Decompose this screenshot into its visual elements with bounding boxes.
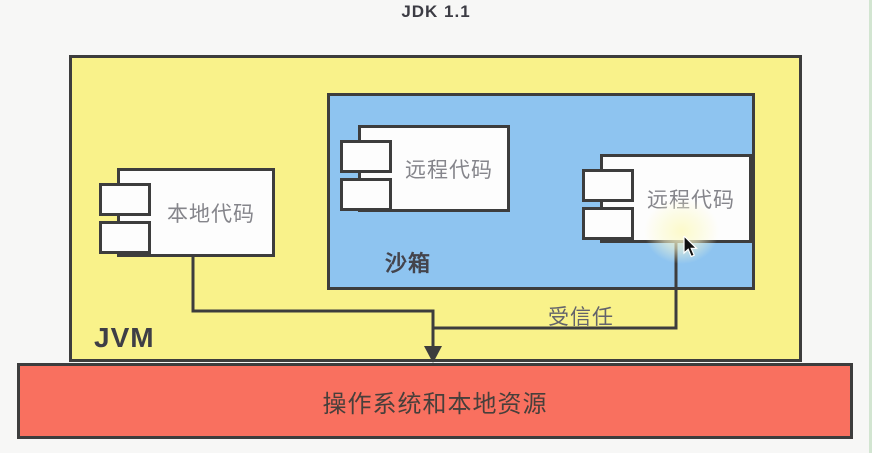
component-tab-icon bbox=[99, 221, 151, 254]
screen-right-edge bbox=[869, 0, 872, 453]
component-tab-icon bbox=[340, 140, 392, 173]
sandbox-label: 沙箱 bbox=[385, 251, 432, 276]
remote-code-trusted-label: 远程代码 bbox=[647, 188, 735, 212]
remote-code-sandboxed-label: 远程代码 bbox=[405, 158, 493, 182]
diagram-title: JDK 1.1 bbox=[401, 2, 471, 21]
remote-code-trusted-node: 远程代码 bbox=[582, 154, 752, 243]
local-code-label: 本地代码 bbox=[167, 202, 255, 226]
jvm-label: JVM bbox=[94, 322, 155, 353]
component-tab-icon bbox=[340, 178, 392, 211]
os-resources-label: 操作系统和本地资源 bbox=[322, 390, 548, 418]
component-tab-icon bbox=[582, 207, 634, 240]
component-tab-icon bbox=[99, 183, 151, 216]
mouse-cursor bbox=[683, 236, 698, 258]
os-resources-bar: 操作系统和本地资源 bbox=[17, 363, 853, 439]
trusted-edge-label: 受信任 bbox=[548, 306, 614, 329]
local-code-node: 本地代码 bbox=[99, 168, 275, 257]
remote-code-sandboxed-node: 远程代码 bbox=[340, 125, 510, 212]
component-tab-icon bbox=[582, 169, 634, 202]
